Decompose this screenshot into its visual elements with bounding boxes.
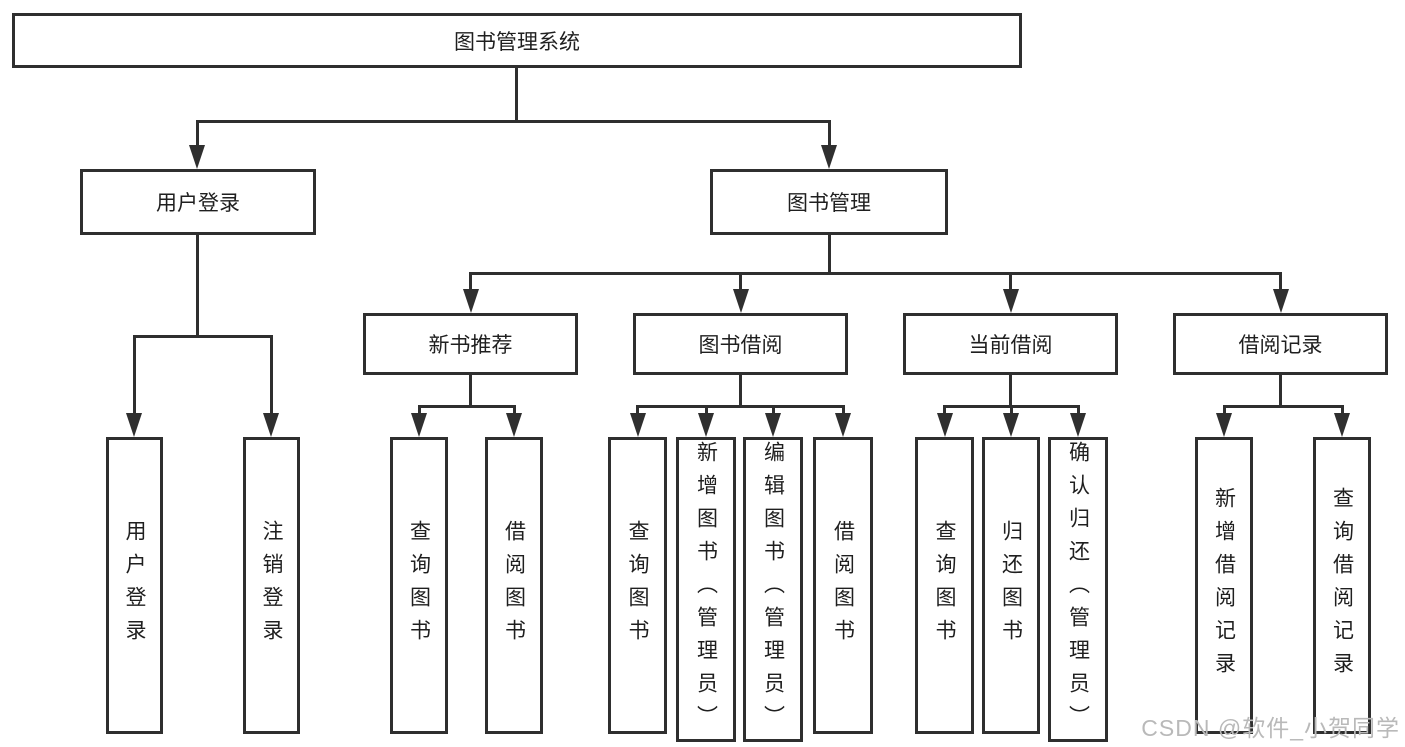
- arrow-down: [698, 405, 714, 437]
- arrow-down: [506, 405, 522, 437]
- node-label: 借阅记录: [1238, 334, 1323, 357]
- node-book-borrowing: 图书借阅: [633, 313, 848, 375]
- connector-line: [1009, 373, 1012, 407]
- connector-line: [417, 405, 516, 408]
- leaf-label: 注销登录: [260, 519, 283, 652]
- arrow-down: [835, 405, 851, 437]
- arrow-down: [263, 335, 279, 437]
- leaf-label: 编辑图书（管理员）: [761, 441, 785, 738]
- node-current-borrowing: 当前借阅: [903, 313, 1118, 375]
- leaf-search-borrow-record: 查询借阅记录: [1313, 437, 1371, 734]
- arrow-down: [411, 405, 427, 437]
- arrow-down: [936, 405, 953, 437]
- arrow-down: [1272, 272, 1289, 313]
- node-label: 用户登录: [156, 192, 240, 215]
- node-user-login: 用户登录: [80, 169, 316, 235]
- connector-line: [469, 373, 472, 407]
- leaf-label: 查询图书: [407, 519, 431, 652]
- node-label: 新书推荐: [428, 334, 513, 357]
- leaf-label: 查询图书: [626, 519, 649, 652]
- arrow-down: [1334, 405, 1350, 437]
- arrow-down: [1002, 272, 1019, 313]
- leaf-borrow-books: 借阅图书: [813, 437, 873, 734]
- leaf-label: 借阅图书: [502, 519, 526, 652]
- leaf-label: 新增图书（管理员）: [694, 441, 718, 738]
- arrow-down: [732, 272, 749, 313]
- connector-line: [195, 233, 199, 337]
- leaf-add-borrow-record: 新增借阅记录: [1195, 437, 1253, 734]
- node-library-system: 图书管理系统: [12, 13, 1022, 68]
- connector-line: [469, 272, 1282, 275]
- leaf-logout: 注销登录: [243, 437, 300, 734]
- csdn-watermark: CSDN @软件_小贺同学: [1141, 715, 1400, 741]
- node-new-book-recommend: 新书推荐: [363, 313, 578, 375]
- leaf-label: 归还图书: [999, 519, 1023, 652]
- node-borrowing-records: 借阅记录: [1173, 313, 1388, 375]
- arrow-down: [1003, 405, 1019, 437]
- connector-line: [636, 405, 844, 408]
- leaf-label: 查询图书: [933, 519, 956, 652]
- arrow-down: [189, 120, 205, 169]
- connector-line: [739, 373, 742, 407]
- connector-line: [514, 66, 518, 123]
- arrow-down: [821, 120, 837, 169]
- leaf-add-books-admin: 新增图书（管理员）: [676, 437, 736, 742]
- connector-line: [132, 335, 273, 338]
- node-label: 图书借阅: [698, 334, 783, 357]
- node-label: 图书管理系统: [454, 30, 580, 54]
- node-label: 当前借阅: [968, 334, 1053, 357]
- leaf-search-books: 查询图书: [608, 437, 667, 734]
- leaf-confirm-return-admin: 确认归还（管理员）: [1048, 437, 1108, 742]
- leaf-edit-books-admin: 编辑图书（管理员）: [743, 437, 803, 742]
- leaf-user-login: 用户登录: [106, 437, 163, 734]
- leaf-return-books: 归还图书: [982, 437, 1040, 734]
- leaf-label: 确认归还（管理员）: [1066, 441, 1090, 738]
- leaf-search-books: 查询图书: [390, 437, 448, 734]
- arrow-down: [765, 405, 781, 437]
- connector-line: [1279, 373, 1282, 407]
- leaf-search-books: 查询图书: [915, 437, 974, 734]
- arrow-down: [629, 405, 646, 437]
- arrow-down: [1216, 405, 1232, 437]
- arrow-down: [1070, 405, 1086, 437]
- arrow-down: [462, 272, 479, 313]
- node-book-management: 图书管理: [710, 169, 948, 235]
- leaf-label: 用户登录: [123, 519, 146, 652]
- connector-line: [195, 120, 831, 123]
- node-label: 图书管理: [787, 192, 871, 215]
- arrow-down: [126, 335, 142, 437]
- leaf-label: 新增借阅记录: [1212, 486, 1236, 685]
- connector-line: [827, 233, 831, 274]
- leaf-borrow-books: 借阅图书: [485, 437, 543, 734]
- connector-line: [1222, 405, 1344, 408]
- leaf-label: 借阅图书: [831, 519, 855, 652]
- leaf-label: 查询借阅记录: [1330, 486, 1354, 685]
